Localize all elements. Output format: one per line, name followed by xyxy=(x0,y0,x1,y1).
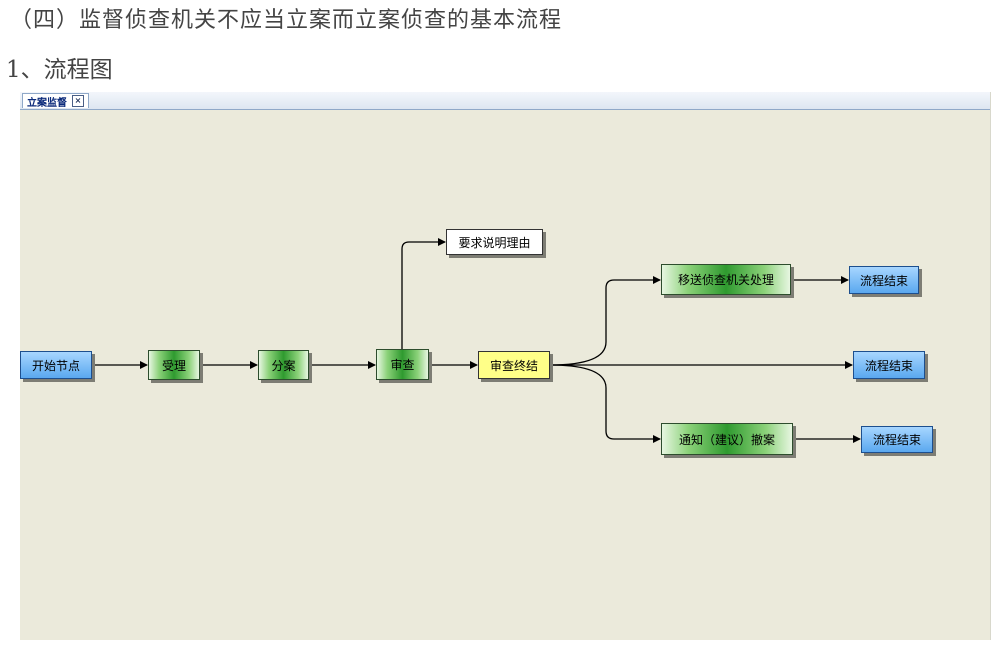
node-notify[interactable]: 通知（建议）撤案 xyxy=(661,423,793,455)
edge-reviewend-transfer xyxy=(549,276,661,366)
tab-bar: 立案监督 × xyxy=(20,92,990,110)
page-heading: （四）监督侦查机关不应当立案而立案侦查的基本流程 xyxy=(10,8,563,33)
node-review-end[interactable]: 审查终结 xyxy=(478,351,550,379)
node-accept[interactable]: 受理 xyxy=(148,350,200,380)
close-icon[interactable]: × xyxy=(72,95,84,107)
node-review[interactable]: 审查 xyxy=(376,349,429,380)
edge-reviewend-notify xyxy=(549,364,661,443)
tab-label: 立案监督 xyxy=(27,97,67,109)
node-start[interactable]: 开始节点 xyxy=(20,351,92,379)
node-end-1[interactable]: 流程结束 xyxy=(849,266,919,294)
workflow-panel: 立案监督 × 开始节点 受理 分案 审查 要求说明理由 审查终结 移送侦查机关处… xyxy=(20,92,991,640)
tab-case-supervision[interactable]: 立案监督 × xyxy=(22,93,89,109)
node-end-2[interactable]: 流程结束 xyxy=(853,351,925,379)
node-assign[interactable]: 分案 xyxy=(258,350,309,380)
connectors-layer xyxy=(92,238,861,443)
node-transfer[interactable]: 移送侦查机关处理 xyxy=(661,264,791,295)
section-heading: 1、流程图 xyxy=(6,57,113,83)
node-end-3[interactable]: 流程结束 xyxy=(861,426,933,453)
edge-review-reason xyxy=(401,238,446,349)
node-require-reason[interactable]: 要求说明理由 xyxy=(446,229,543,255)
